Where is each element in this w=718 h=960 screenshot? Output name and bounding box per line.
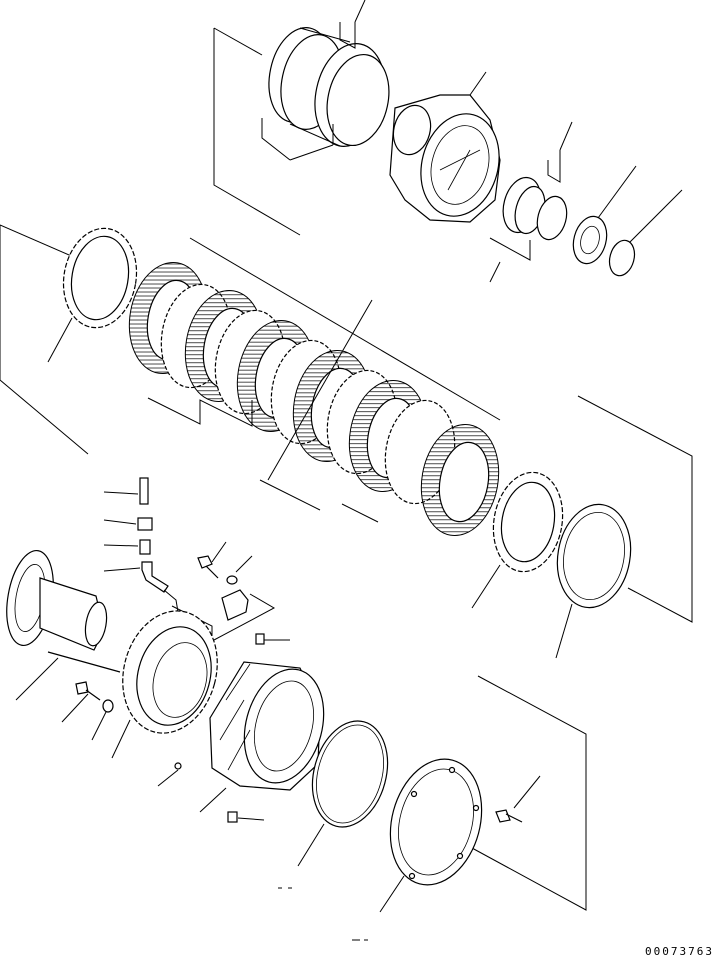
washer-lower bbox=[91, 699, 114, 741]
snap-ring bbox=[608, 189, 683, 277]
hub-housing bbox=[389, 71, 501, 223]
pin bbox=[103, 477, 149, 505]
lower-group-outline bbox=[471, 675, 587, 911]
reference-code: 00073763 bbox=[645, 945, 714, 958]
stud bbox=[15, 651, 121, 701]
mounting-bolt bbox=[495, 775, 541, 823]
bolt-lower bbox=[61, 681, 101, 723]
nut bbox=[572, 165, 637, 265]
separator-plate-rear bbox=[471, 471, 564, 609]
plug bbox=[103, 517, 153, 531]
small-ring-pair bbox=[489, 121, 573, 283]
page-footer-marks bbox=[278, 887, 368, 941]
top-group-outline bbox=[213, 27, 301, 236]
separator-plate-front bbox=[47, 227, 138, 363]
elbow-fitting bbox=[103, 561, 179, 613]
cover-plate bbox=[379, 758, 483, 913]
piston-ring-gear bbox=[111, 610, 218, 759]
middle-group-outline bbox=[0, 224, 693, 623]
friction-plate-stack bbox=[128, 237, 501, 537]
bolt-washer-upper bbox=[197, 541, 253, 585]
flange-shaft bbox=[6, 549, 108, 651]
retainer-disc bbox=[555, 503, 632, 659]
bearing-ring-pair bbox=[261, 0, 390, 161]
fitting bbox=[103, 539, 151, 555]
bracket bbox=[171, 589, 276, 641]
o-ring-seal bbox=[297, 720, 389, 867]
